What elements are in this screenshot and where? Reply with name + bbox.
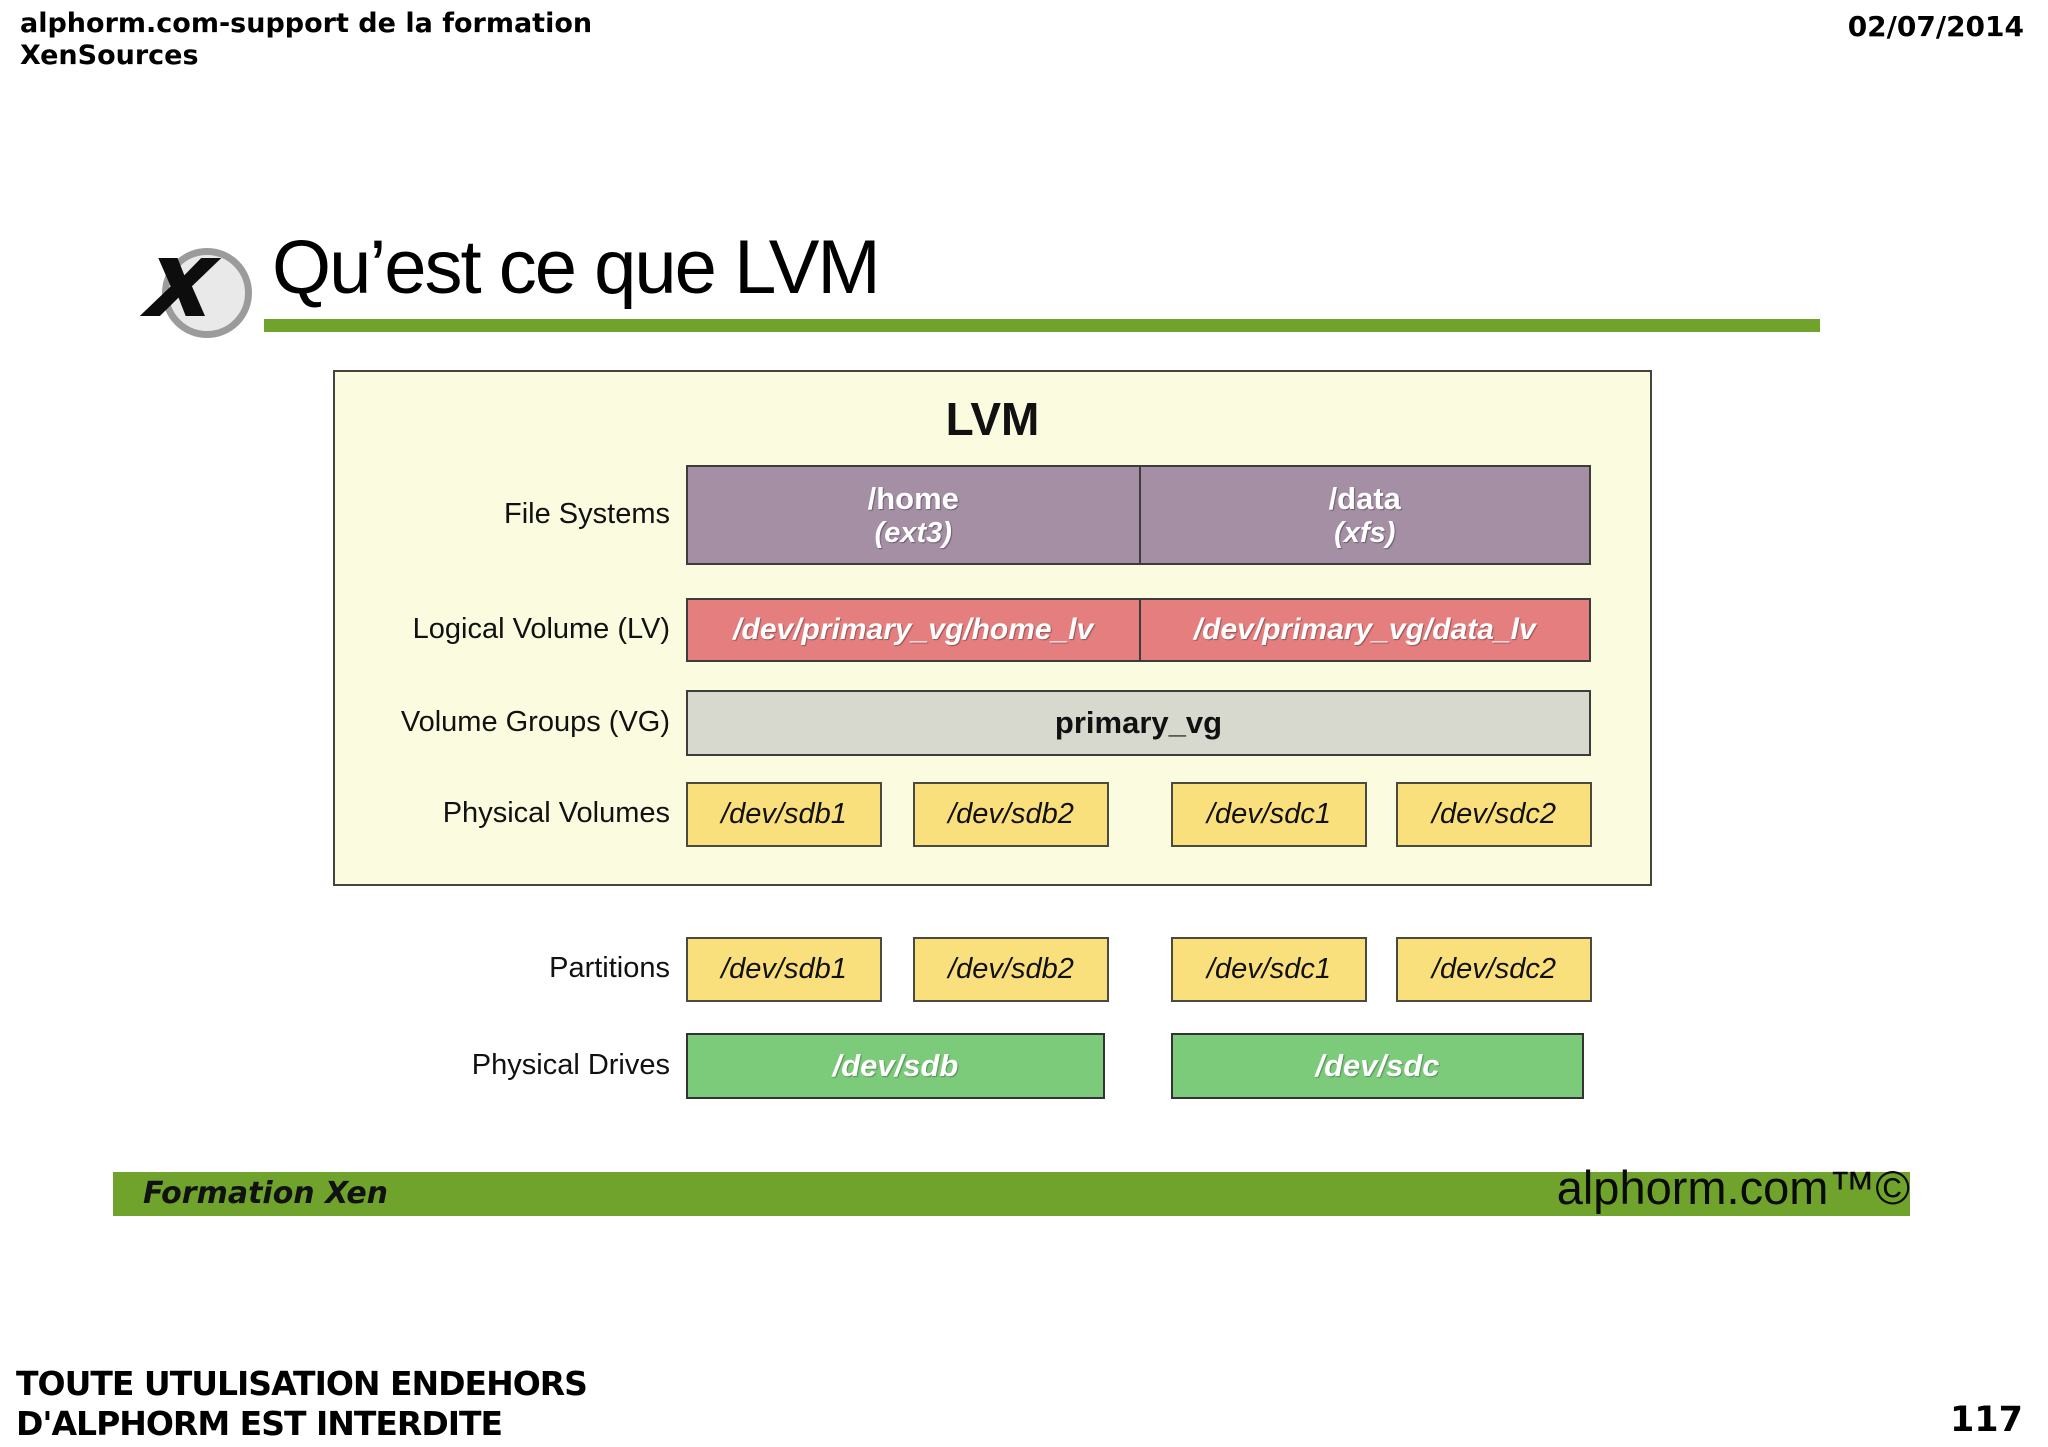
file-system-data-type: (xfs) (1334, 516, 1396, 549)
header-course-title: alphorm.com-support de la formation XenS… (20, 8, 592, 72)
footer-course-label: Formation Xen (143, 1176, 389, 1211)
logical-volume-box-data: /dev/primary_vg/data_lv (1138, 600, 1590, 660)
footer-bar: Formation Xen (113, 1172, 1910, 1216)
footer-brand: alphorm.com™© (1556, 1161, 1910, 1214)
file-systems-row: /home (ext3) /data (xfs) (686, 465, 1591, 565)
partition-box-sdb2: /dev/sdb2 (913, 937, 1109, 1002)
partition-box-sdc1: /dev/sdc1 (1171, 937, 1367, 1002)
logical-volume-home-path: /dev/primary_vg/home_lv (733, 613, 1094, 646)
header-course-title-line2: XenSources (20, 39, 199, 71)
volume-group-name: primary_vg (1054, 705, 1223, 740)
footer-disclaimer-line2: D'ALPHORM EST INTERDITE (16, 1403, 503, 1443)
file-system-box-data: /data (xfs) (1138, 467, 1590, 563)
volume-group-row: primary_vg (686, 690, 1591, 756)
partition-box-sdc2: /dev/sdc2 (1396, 937, 1592, 1002)
row-label-volume-groups: Volume Groups (VG) (400, 706, 670, 738)
xen-x-icon-glyph: x (141, 218, 223, 341)
row-label-physical-drives: Physical Drives (471, 1049, 670, 1081)
page-title: Qu’est ce que LVM (272, 225, 881, 310)
file-system-data-name: /data (1328, 480, 1401, 516)
physical-drive-box-sdc: /dev/sdc (1171, 1033, 1584, 1099)
file-system-box-home: /home (ext3) (688, 467, 1139, 563)
partition-box-sdb1: /dev/sdb1 (686, 937, 882, 1002)
xen-x-icon-circle (162, 248, 252, 338)
row-label-physical-volumes: Physical Volumes (442, 797, 670, 829)
page-number: 117 (1949, 1400, 2023, 1440)
row-label-partitions: Partitions (549, 952, 670, 984)
volume-group-box: primary_vg (688, 692, 1589, 754)
footer-disclaimer: TOUTE UTULISATION ENDEHORS D'ALPHORM EST… (16, 1364, 588, 1443)
header-course-title-line1: alphorm.com-support de la formation (20, 8, 593, 39)
logical-volume-box-home: /dev/primary_vg/home_lv (688, 600, 1139, 660)
physical-volume-box-sdb2: /dev/sdb2 (913, 782, 1109, 847)
row-label-logical-volume: Logical Volume (LV) (412, 613, 670, 645)
logical-volume-data-path: /dev/primary_vg/data_lv (1193, 613, 1536, 646)
physical-volume-box-sdb1: /dev/sdb1 (686, 782, 882, 847)
physical-volume-box-sdc1: /dev/sdc1 (1171, 782, 1367, 847)
lvm-diagram-title: LVM (945, 393, 1040, 445)
file-system-home-name: /home (867, 480, 959, 516)
logical-volume-row: /dev/primary_vg/home_lv /dev/primary_vg/… (686, 598, 1591, 662)
xen-x-icon: x (142, 218, 252, 341)
title-underline (264, 319, 1820, 332)
physical-drive-box-sdb: /dev/sdb (686, 1033, 1105, 1099)
physical-volume-box-sdc2: /dev/sdc2 (1396, 782, 1592, 847)
row-label-file-systems: File Systems (504, 498, 670, 530)
file-system-home-type: (ext3) (874, 516, 952, 549)
header-date: 02/07/2014 (1847, 10, 2024, 43)
footer-disclaimer-line1: TOUTE UTULISATION ENDEHORS (16, 1364, 588, 1403)
